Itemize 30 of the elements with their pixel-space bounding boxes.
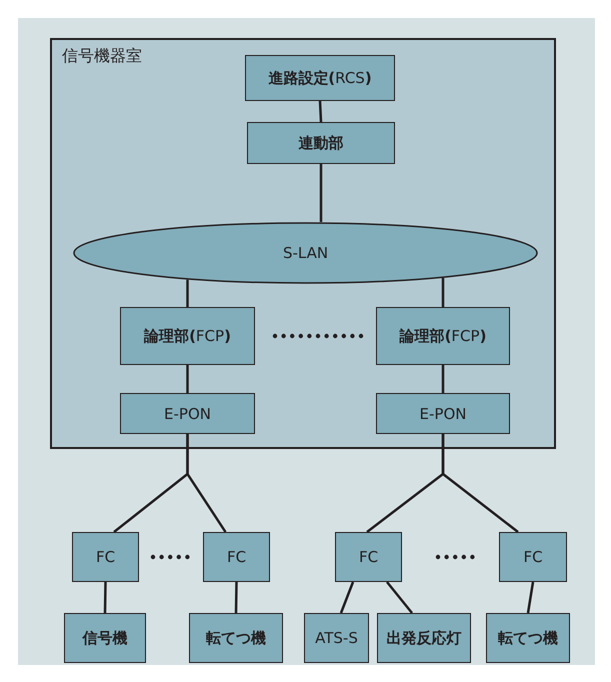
process-box: E-PON xyxy=(120,393,255,434)
connector-line xyxy=(186,280,189,307)
process-box: 論理部(FCP) xyxy=(120,307,255,365)
room-box: 信号機器室 進路設定(RCS) 連動部 S-LAN 論理部(FCP) 論理部(FCP) E-PON E-PON xyxy=(50,38,556,449)
connector-line xyxy=(186,434,227,533)
connector-line xyxy=(318,100,322,122)
process-box: 信号機 xyxy=(64,613,146,663)
process-box: 転てつ機 xyxy=(486,613,570,663)
process-box: 進路設定(RCS) xyxy=(245,55,395,101)
connector-line xyxy=(104,582,107,614)
process-box: FC xyxy=(203,532,270,582)
process-box: 転てつ機 xyxy=(189,613,283,663)
process-box: FC xyxy=(499,532,567,582)
process-box: E-PON xyxy=(376,393,510,434)
connector-line xyxy=(442,278,444,307)
network-ellipse: S-LAN xyxy=(73,222,538,284)
connector-line xyxy=(234,582,238,614)
process-box: FC xyxy=(335,532,402,582)
connector-line xyxy=(340,582,354,614)
process-box: FC xyxy=(72,532,139,582)
process-box: ATS-S xyxy=(304,613,369,663)
process-box: 連動部 xyxy=(247,122,395,164)
connector-line xyxy=(442,365,444,393)
connector-line xyxy=(526,582,534,614)
connector-line xyxy=(186,365,189,393)
connector-line xyxy=(386,581,413,614)
process-box: 論理部(FCP) xyxy=(376,307,510,365)
process-box: 出発反応灯 xyxy=(377,613,471,663)
connector-line xyxy=(442,434,519,533)
connector-line xyxy=(320,164,322,222)
